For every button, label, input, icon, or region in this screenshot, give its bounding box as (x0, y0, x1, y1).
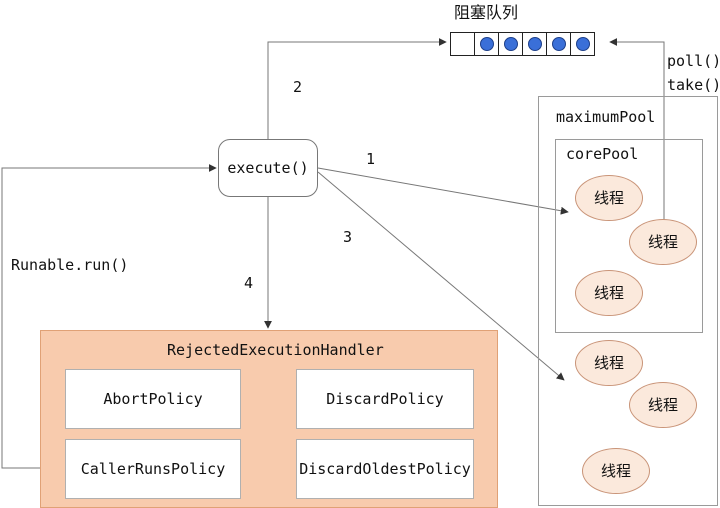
queued-task-dot (527, 37, 542, 51)
arrow-poll-take (609, 38, 665, 220)
step-2-label: 2 (293, 78, 303, 96)
core-thread-2-label: 线程 (647, 233, 678, 251)
queued-task-dot (551, 37, 566, 51)
rejected-execution-handler: RejectedExecutionHandler AbortPolicy Dis… (40, 330, 498, 508)
runnable-run-label: Runable.run() (11, 256, 129, 274)
queued-task-dot (479, 37, 494, 51)
extra-thread-1-label: 线程 (593, 354, 624, 372)
extra-thread-3-label: 线程 (600, 462, 631, 480)
arrow-caller-runs-loop (1, 164, 217, 469)
arrow-to-queue (267, 38, 447, 139)
discard-oldest-policy: DiscardOldestPolicy (296, 439, 474, 499)
core-pool (555, 139, 703, 333)
abort-policy-label: AbortPolicy (103, 390, 203, 408)
queue-slot (499, 32, 523, 56)
extra-thread-2: 线程 (629, 382, 697, 428)
handler-title: RejectedExecutionHandler (167, 341, 384, 359)
core-thread-3: 线程 (575, 270, 643, 316)
queue-slot (475, 32, 499, 56)
core-thread-1: 线程 (575, 175, 643, 221)
queued-task-dot (575, 37, 590, 51)
maximum-pool (538, 96, 718, 506)
core-thread-2: 线程 (629, 219, 697, 265)
abort-policy: AbortPolicy (65, 369, 241, 429)
step-3-label: 3 (343, 228, 353, 246)
queue-slot (523, 32, 547, 56)
discard-policy: DiscardPolicy (296, 369, 474, 429)
queued-task-dot (503, 37, 518, 51)
extra-thread-1: 线程 (575, 340, 643, 386)
caller-runs-policy-label: CallerRunsPolicy (80, 460, 226, 478)
extra-thread-3: 线程 (582, 448, 650, 494)
core-thread-1-label: 线程 (593, 189, 624, 207)
discard-oldest-policy-label: DiscardOldestPolicy (299, 460, 471, 478)
queue-slot (547, 32, 571, 56)
execute-node: execute() (218, 139, 318, 197)
extra-thread-2-label: 线程 (647, 396, 678, 414)
step-1-label: 1 (366, 150, 376, 168)
caller-runs-policy: CallerRunsPolicy (65, 439, 241, 499)
arrow-to-core-thread (317, 167, 569, 215)
discard-policy-label: DiscardPolicy (326, 390, 444, 408)
take-label: take() (667, 76, 720, 94)
queue-title: 阻塞队列 (454, 3, 519, 22)
step-4-label: 4 (244, 274, 254, 292)
maximum-pool-label: maximumPool (556, 108, 656, 126)
queue-slot (450, 32, 475, 56)
arrow-to-extra-thread (317, 171, 565, 381)
poll-label: poll() (667, 52, 720, 70)
core-thread-3-label: 线程 (593, 284, 624, 302)
execute-label: execute() (227, 159, 309, 177)
blocking-queue (450, 32, 595, 56)
core-pool-label: corePool (566, 145, 639, 163)
queue-slot (571, 32, 595, 56)
